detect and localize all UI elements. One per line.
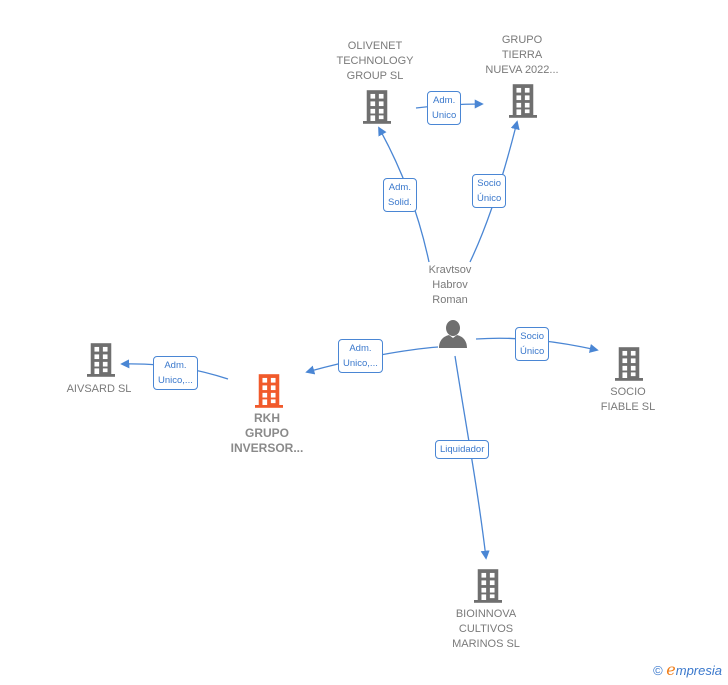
edge-label-socio-unico-tierra: Socio Único: [472, 174, 507, 208]
edge-label-socio-unico-fiable: Socio Único: [515, 327, 550, 361]
edge-label-adm-unico-aivsard: Adm. Unico,...: [153, 356, 198, 390]
person-name-label[interactable]: Kravtsov Habrov Roman: [428, 264, 472, 306]
edge-label-adm-unico: Adm. Unico: [427, 91, 462, 125]
company-label-tierra[interactable]: GRUPO TIERRA NUEVA 2022...: [485, 34, 559, 76]
empresia-logo-initial: e: [666, 660, 676, 679]
company-label-bioinnova[interactable]: BIOINNOVA CULTIVOS MARINOS SL: [452, 608, 520, 650]
company-label-aivsard[interactable]: AIVSARD SL: [66, 383, 132, 395]
edge-label-adm-unico-rkh: Adm. Unico,...: [338, 339, 383, 373]
rkh-building-icon[interactable]: [255, 374, 283, 408]
bioinnova-building-icon[interactable]: [474, 569, 502, 603]
company-label-olivenet[interactable]: OLIVENET TECHNOLOGY GROUP SL: [336, 40, 414, 82]
company-label-rkh[interactable]: RKH GRUPO INVERSOR...: [230, 411, 304, 455]
edge-label-adm-solid: Adm. Solid.: [383, 178, 417, 212]
olivenet-building-icon[interactable]: [363, 90, 391, 124]
copyright-icon: ©: [653, 663, 663, 678]
edge-label-liquidador: Liquidador: [435, 440, 490, 459]
person-icon[interactable]: [439, 320, 467, 348]
company-label-socio-fiable[interactable]: SOCIO FIABLE SL: [600, 386, 656, 413]
tierra-building-icon[interactable]: [509, 84, 537, 118]
empresia-logo-text: mpresia: [675, 663, 722, 678]
empresia-credit[interactable]: © empresia: [653, 660, 722, 679]
socio-fiable-building-icon[interactable]: [615, 347, 643, 381]
aivsard-building-icon[interactable]: [87, 343, 115, 377]
